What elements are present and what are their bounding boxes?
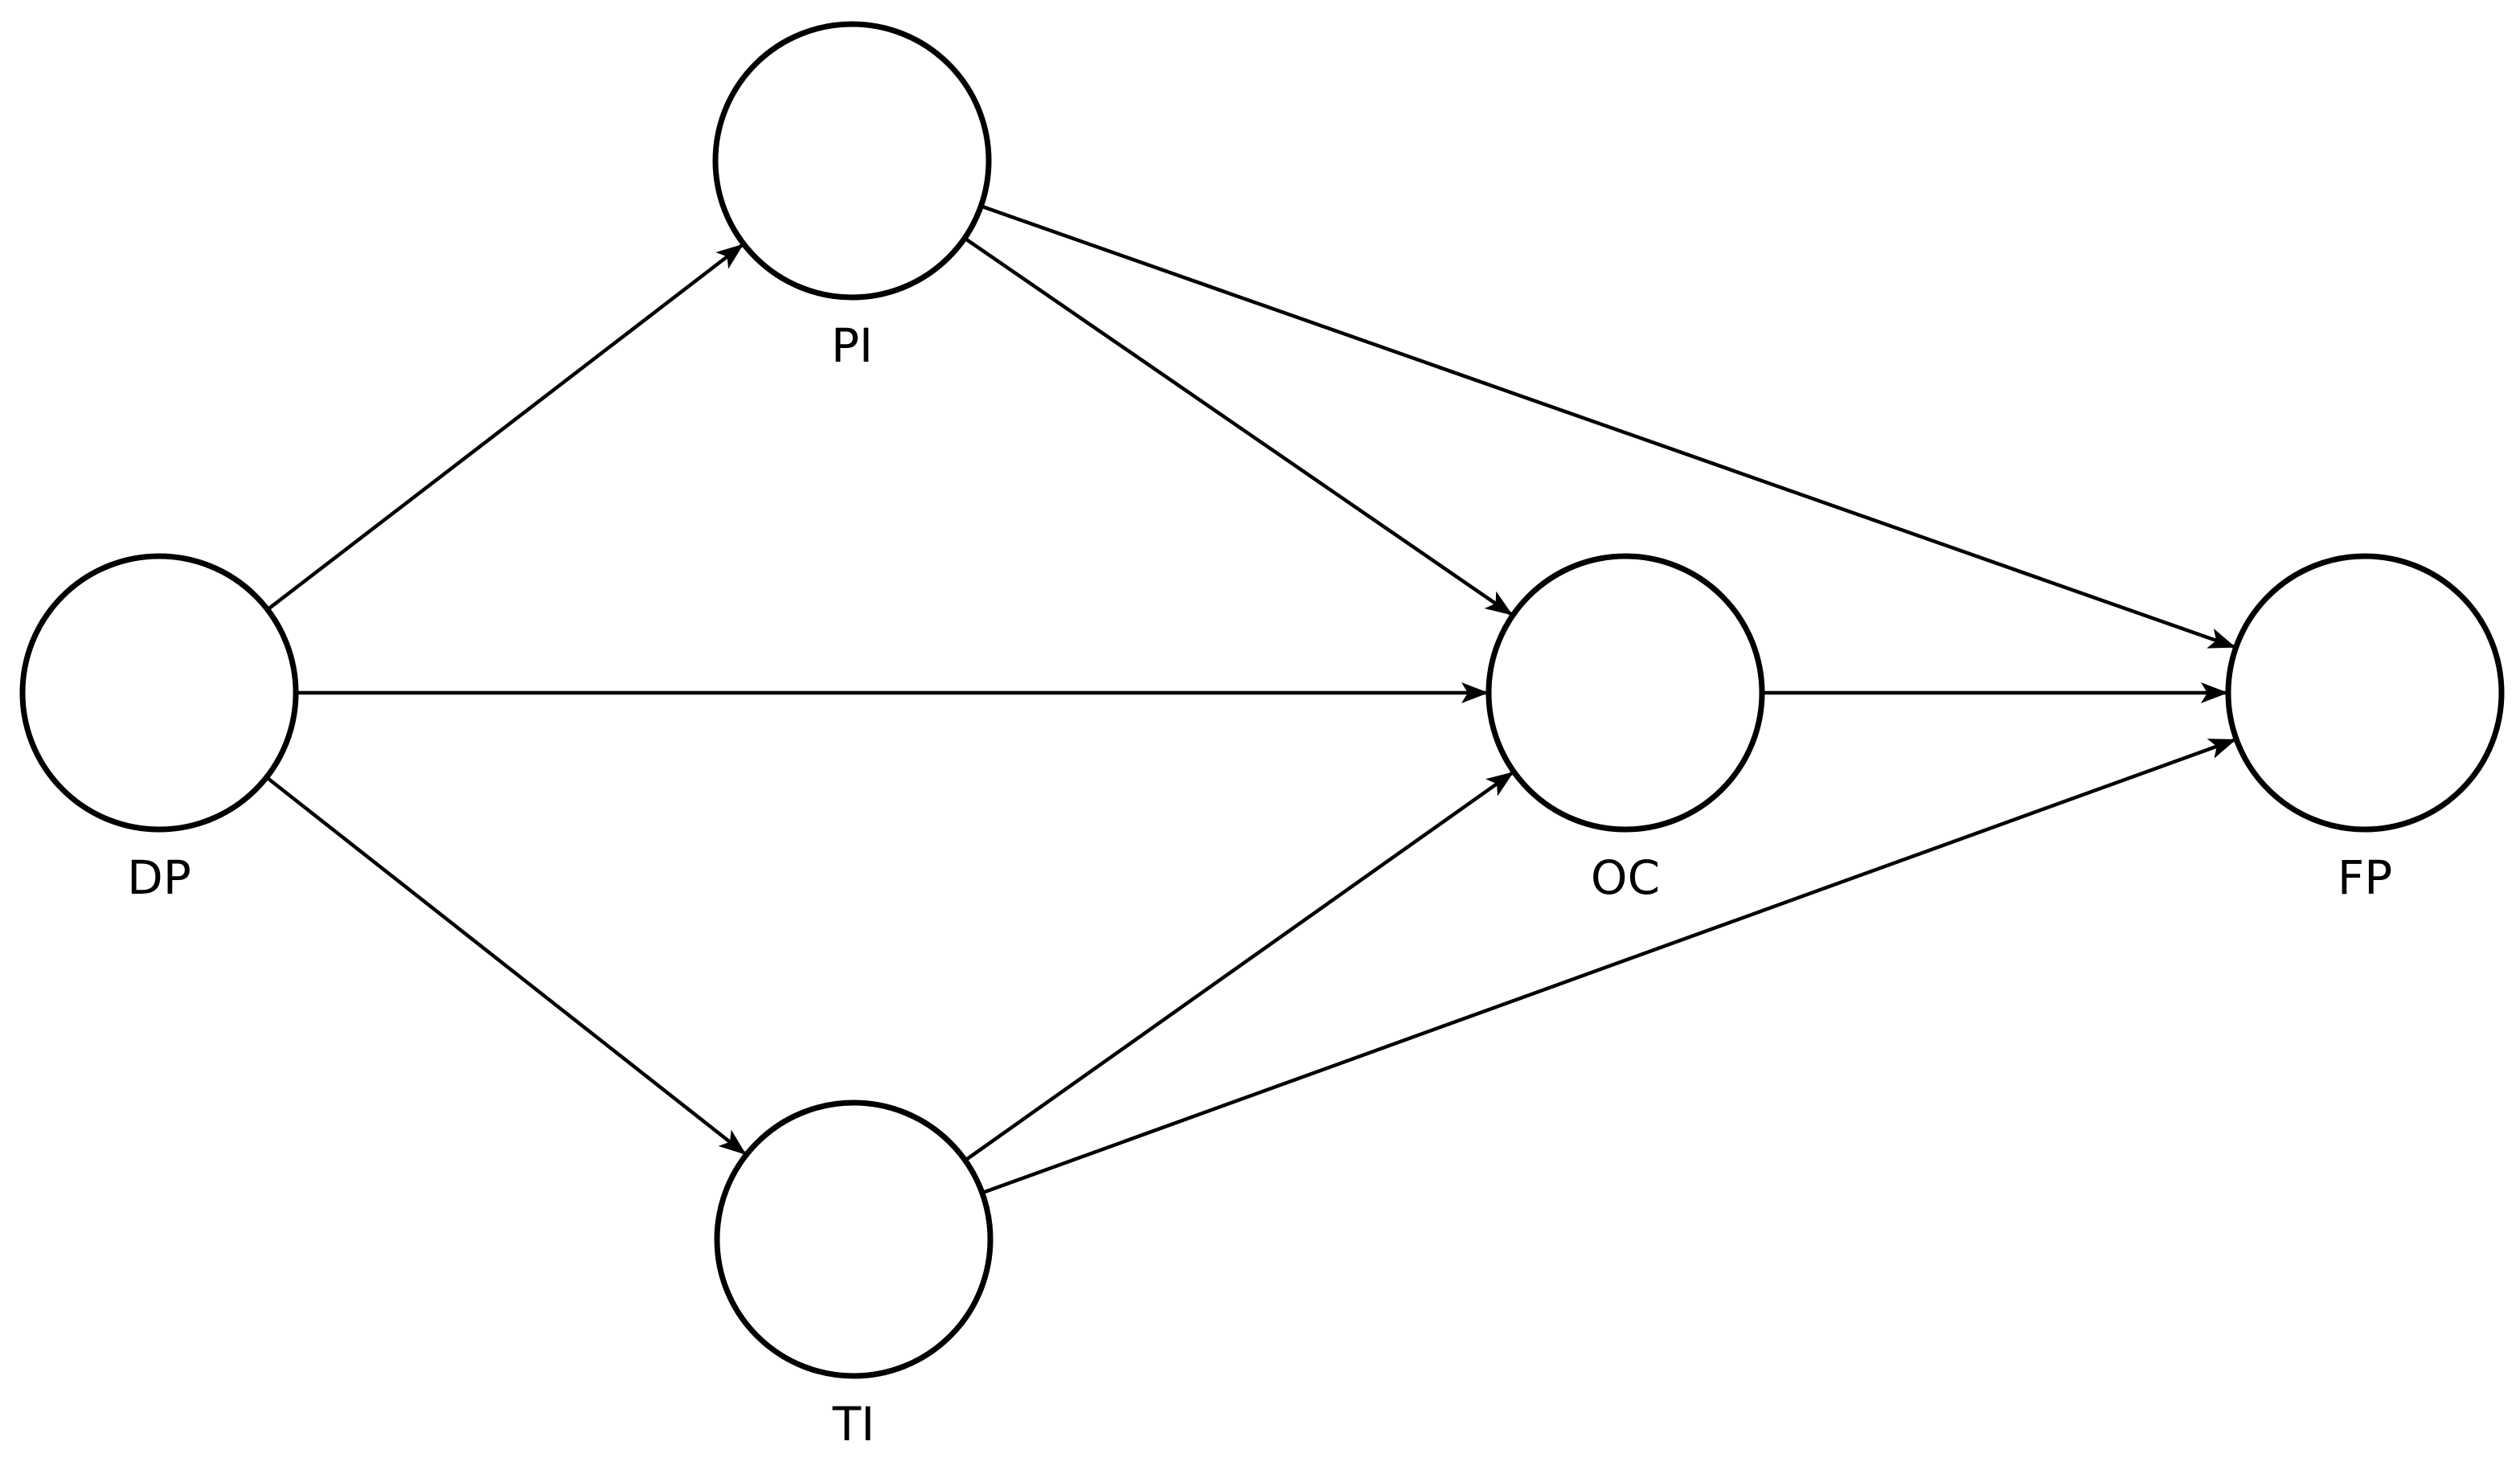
- node-oc: OC: [1485, 553, 1765, 905]
- edge-pi-to-oc: [963, 236, 1513, 616]
- edge-dp-to-pi: [266, 243, 744, 612]
- node-circle-dp: [19, 553, 299, 833]
- node-ti: TI: [714, 1099, 994, 1452]
- node-pi: PI: [712, 21, 992, 373]
- node-label-fp: FP: [2338, 850, 2392, 905]
- node-circle-pi: [712, 21, 992, 301]
- nodes-group: PI DP OC FP TI: [19, 21, 2505, 1452]
- node-label-pi: PI: [831, 318, 873, 373]
- node-dp: DP: [19, 553, 299, 905]
- edges-group: [265, 204, 2237, 1195]
- node-circle-ti: [714, 1099, 994, 1379]
- node-circle-fp: [2225, 553, 2505, 833]
- node-label-dp: DP: [127, 850, 191, 905]
- edge-pi-to-fp: [980, 204, 2236, 649]
- node-fp: FP: [2225, 553, 2505, 905]
- edge-ti-to-fp: [981, 738, 2237, 1195]
- edge-ti-to-oc: [964, 771, 1514, 1162]
- node-label-ti: TI: [832, 1397, 875, 1452]
- node-circle-oc: [1485, 553, 1765, 833]
- node-label-oc: OC: [1591, 850, 1660, 905]
- edge-dp-to-ti: [265, 776, 747, 1156]
